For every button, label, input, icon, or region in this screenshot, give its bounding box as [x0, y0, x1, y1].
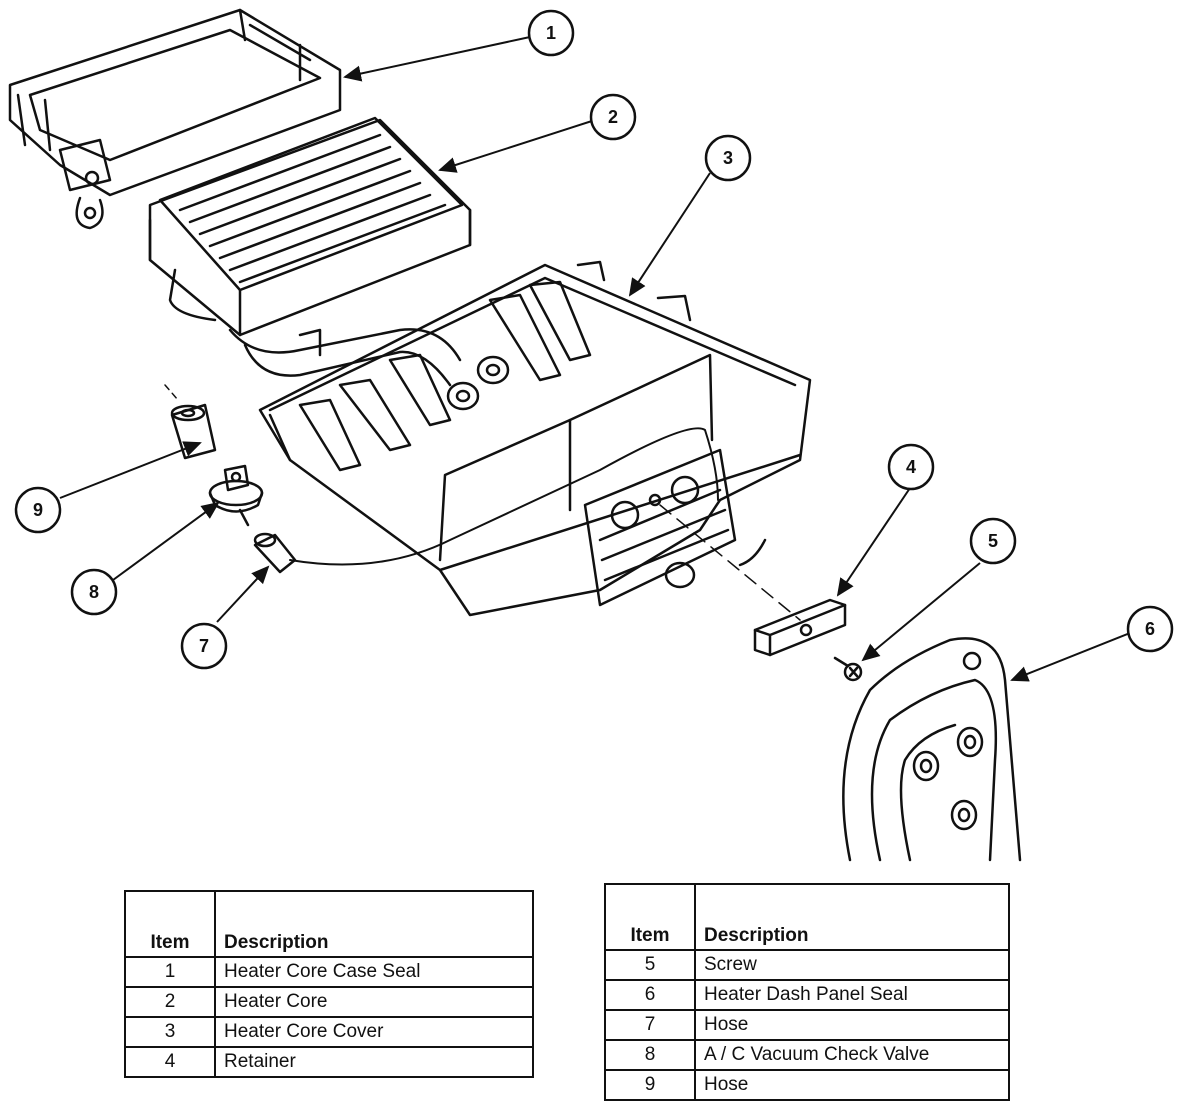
item-description: Heater Core Case Seal	[214, 956, 534, 988]
table-header-row: Item Description	[604, 883, 1010, 951]
callout-9-circle	[14, 486, 62, 534]
table-row: 9 Hose	[604, 1069, 1010, 1101]
callout-7: 7	[199, 636, 209, 656]
callout-6-circle	[1126, 605, 1174, 653]
table-row: 7 Hose	[604, 1009, 1010, 1041]
heater-core-cover-part	[258, 260, 812, 617]
hose-part-9	[170, 403, 217, 460]
table-row: 5 Screw	[604, 949, 1010, 981]
table-row: 3 Heater Core Cover	[124, 1016, 534, 1048]
table-row: 8 A / C Vacuum Check Valve	[604, 1039, 1010, 1071]
heater-core-case-seal-part	[8, 8, 342, 230]
parts-legend-table-left: Item Description 1 Heater Core Case Seal…	[124, 890, 534, 1078]
item-description: Hose	[694, 1009, 1010, 1041]
item-description: Retainer	[214, 1046, 534, 1078]
table-row: 4 Retainer	[124, 1046, 534, 1078]
callout-8: 8	[89, 582, 99, 602]
screw-part	[833, 656, 863, 682]
callout-4-circle	[887, 443, 935, 491]
heater-core-part	[148, 116, 510, 411]
hose-part-7	[253, 532, 297, 574]
callout-7-circle	[180, 622, 228, 670]
table-row: 6 Heater Dash Panel Seal	[604, 979, 1010, 1011]
item-number: 9	[604, 1069, 696, 1101]
callout-3-circle	[704, 134, 752, 182]
callout-4: 4	[906, 457, 916, 477]
callout-1: 1	[546, 23, 556, 43]
item-number: 5	[604, 949, 696, 981]
callout-8-circle	[70, 568, 118, 616]
item-description: Hose	[694, 1069, 1010, 1101]
item-description: Heater Core	[214, 986, 534, 1018]
column-header-item: Item	[124, 890, 216, 958]
table-row: 1 Heater Core Case Seal	[124, 956, 534, 988]
item-number: 2	[124, 986, 216, 1018]
item-description: Heater Core Cover	[214, 1016, 534, 1048]
check-valve-part	[208, 464, 264, 527]
parts-legend-table-right: Item Description 5 Screw 6 Heater Dash P…	[604, 883, 1010, 1101]
table-header-row: Item Description	[124, 890, 534, 958]
item-number: 4	[124, 1046, 216, 1078]
column-header-item: Item	[604, 883, 696, 951]
column-header-description: Description	[214, 890, 534, 958]
item-number: 7	[604, 1009, 696, 1041]
item-description: Screw	[694, 949, 1010, 981]
item-description: A / C Vacuum Check Valve	[694, 1039, 1010, 1071]
item-number: 3	[124, 1016, 216, 1048]
item-number: 8	[604, 1039, 696, 1071]
item-number: 6	[604, 979, 696, 1011]
table-row: 2 Heater Core	[124, 986, 534, 1018]
dash-panel-seal-part	[842, 637, 1022, 862]
callout-1-circle	[527, 9, 575, 57]
callout-5-circle	[969, 517, 1017, 565]
item-number: 1	[124, 956, 216, 988]
callout-2-circle	[589, 93, 637, 141]
callout-2: 2	[608, 107, 618, 127]
callout-5: 5	[988, 531, 998, 551]
callout-3: 3	[723, 148, 733, 168]
exploded-view-drawing: 1 2 3 4 5 6 7 8 9	[8, 8, 1174, 862]
callout-6: 6	[1145, 619, 1155, 639]
callout-9: 9	[33, 500, 43, 520]
item-description: Heater Dash Panel Seal	[694, 979, 1010, 1011]
column-header-description: Description	[694, 883, 1010, 951]
retainer-part	[753, 598, 847, 657]
